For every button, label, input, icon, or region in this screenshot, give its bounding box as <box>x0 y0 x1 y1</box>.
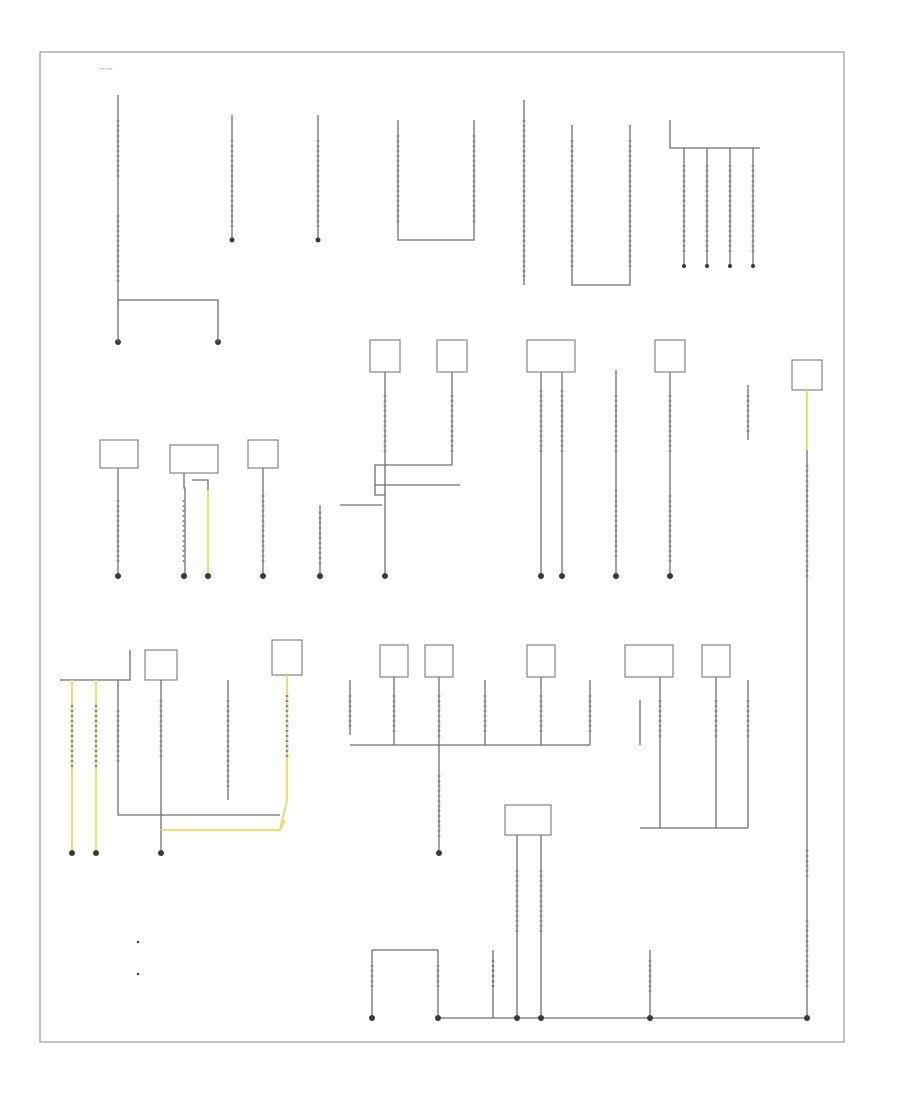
component-box <box>144 649 178 681</box>
component-box <box>504 804 552 836</box>
lower-row-connectors <box>60 639 810 1021</box>
component-box <box>424 644 454 678</box>
junction-dot <box>751 264 755 268</box>
middle-row-connectors <box>99 339 823 1020</box>
component-box <box>791 359 823 391</box>
component-box <box>654 339 686 373</box>
diagram-frame <box>39 51 845 1043</box>
component-box <box>624 644 674 678</box>
legend-mark <box>136 972 140 976</box>
junction-dot <box>682 264 686 268</box>
component-box <box>369 339 401 373</box>
component-box <box>379 644 409 678</box>
legend-mark <box>136 940 140 944</box>
top-right-splice <box>669 120 760 268</box>
component-box <box>436 339 468 373</box>
component-box <box>271 639 303 676</box>
top-drop-6-loop <box>570 125 632 286</box>
junction-dot <box>728 264 732 268</box>
top-drop-1: ▪▪▪▪ ▪▪▪▪ <box>100 66 221 345</box>
top-drop-1-label: ▪▪▪▪ ▪▪▪▪ <box>100 66 113 71</box>
component-box <box>701 644 731 678</box>
component-box <box>99 439 139 469</box>
top-row-connectors: ▪▪▪▪ ▪▪▪▪ <box>100 66 760 345</box>
ground-dot <box>229 237 235 243</box>
component-box <box>526 339 576 373</box>
ground-dot <box>315 237 321 243</box>
component-box <box>247 439 279 469</box>
top-drop-4-loop <box>396 120 476 241</box>
top-drop-3 <box>315 115 321 243</box>
component-box <box>526 644 556 678</box>
top-drop-2 <box>229 115 235 243</box>
component-box <box>169 444 219 474</box>
junction-dot <box>705 264 709 268</box>
